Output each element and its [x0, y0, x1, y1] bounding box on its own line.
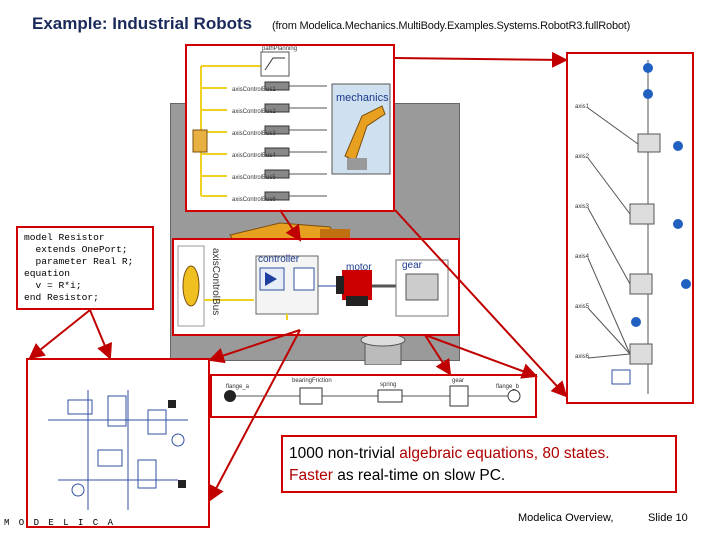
code-line: parameter Real R;	[24, 256, 134, 267]
mech-axis-5: axis5	[575, 304, 590, 310]
gear-label-flange-a: flange_a	[226, 384, 250, 390]
axis-control-4: axisControlBus4	[232, 153, 276, 159]
axis-control-1: axisControlBus1	[232, 87, 276, 93]
mech-axis-3: axis3	[575, 204, 590, 210]
controller-label: controller	[258, 254, 300, 265]
info-text-mid: non-trivial	[323, 445, 400, 462]
code-line: end Resistor;	[24, 292, 99, 303]
controller-diagram	[26, 358, 210, 528]
code-line: extends OnePort;	[24, 244, 128, 255]
code-line: model Resistor	[24, 232, 105, 243]
mech-axis-2: axis2	[575, 154, 590, 160]
footer-slide-number: Slide 10	[648, 512, 688, 524]
slide-title: Example: Industrial Robots	[32, 14, 253, 33]
info-highlight-faster: Faster	[289, 467, 333, 484]
mechanics-label: mechanics	[336, 92, 389, 104]
gear-label-bearing: bearingFriction	[292, 378, 332, 384]
info-text-rest: as real-time on slow PC.	[332, 467, 506, 484]
axis-control-5: axisControlBus5	[232, 175, 276, 181]
controller-diagram-content	[48, 390, 188, 510]
axis-diagram-content	[177, 245, 449, 327]
resistor-code-box: model Resistor extends OnePort; paramete…	[16, 226, 154, 310]
mech-axis-4: axis4	[575, 254, 590, 260]
info-highlight-equations: algebraic equations, 80 states.	[399, 445, 610, 462]
slide-subtitle: (from Modelica.Mechanics.MultiBody.Examp…	[272, 20, 631, 32]
equation-count: 1000	[289, 445, 324, 462]
axis-control-6: axisControlBus6	[232, 197, 276, 203]
mech-axis-6: axis6	[575, 354, 590, 360]
gear-label-gear: gear	[452, 378, 465, 384]
gear-label-spring: spring	[380, 382, 397, 388]
info-box: 1000 non-trivial algebraic equations, 80…	[281, 435, 677, 493]
mech-axis-1: axis1	[575, 104, 590, 110]
gear-label-flange-b: flange_b	[496, 384, 520, 390]
footer-presentation-name: Modelica Overview,	[518, 512, 614, 524]
path-planning-label: pathPlanning	[262, 46, 298, 52]
code-line: equation	[24, 268, 71, 279]
gear-diagram-content	[224, 385, 521, 407]
axis-control-2: axisControlBus2	[232, 109, 276, 115]
modelica-logo: M O D E L I C A	[4, 518, 116, 528]
motor-label: motor	[346, 262, 372, 273]
code-line: v = R*i;	[24, 280, 82, 291]
axis-control-3: axisControlBus3	[232, 131, 276, 137]
axis-control-bus-label: axisControlBus	[210, 248, 221, 316]
gear-label: gear	[402, 260, 423, 271]
mechanics-diagram-content	[587, 60, 691, 394]
full-robot-wiring	[192, 51, 391, 201]
